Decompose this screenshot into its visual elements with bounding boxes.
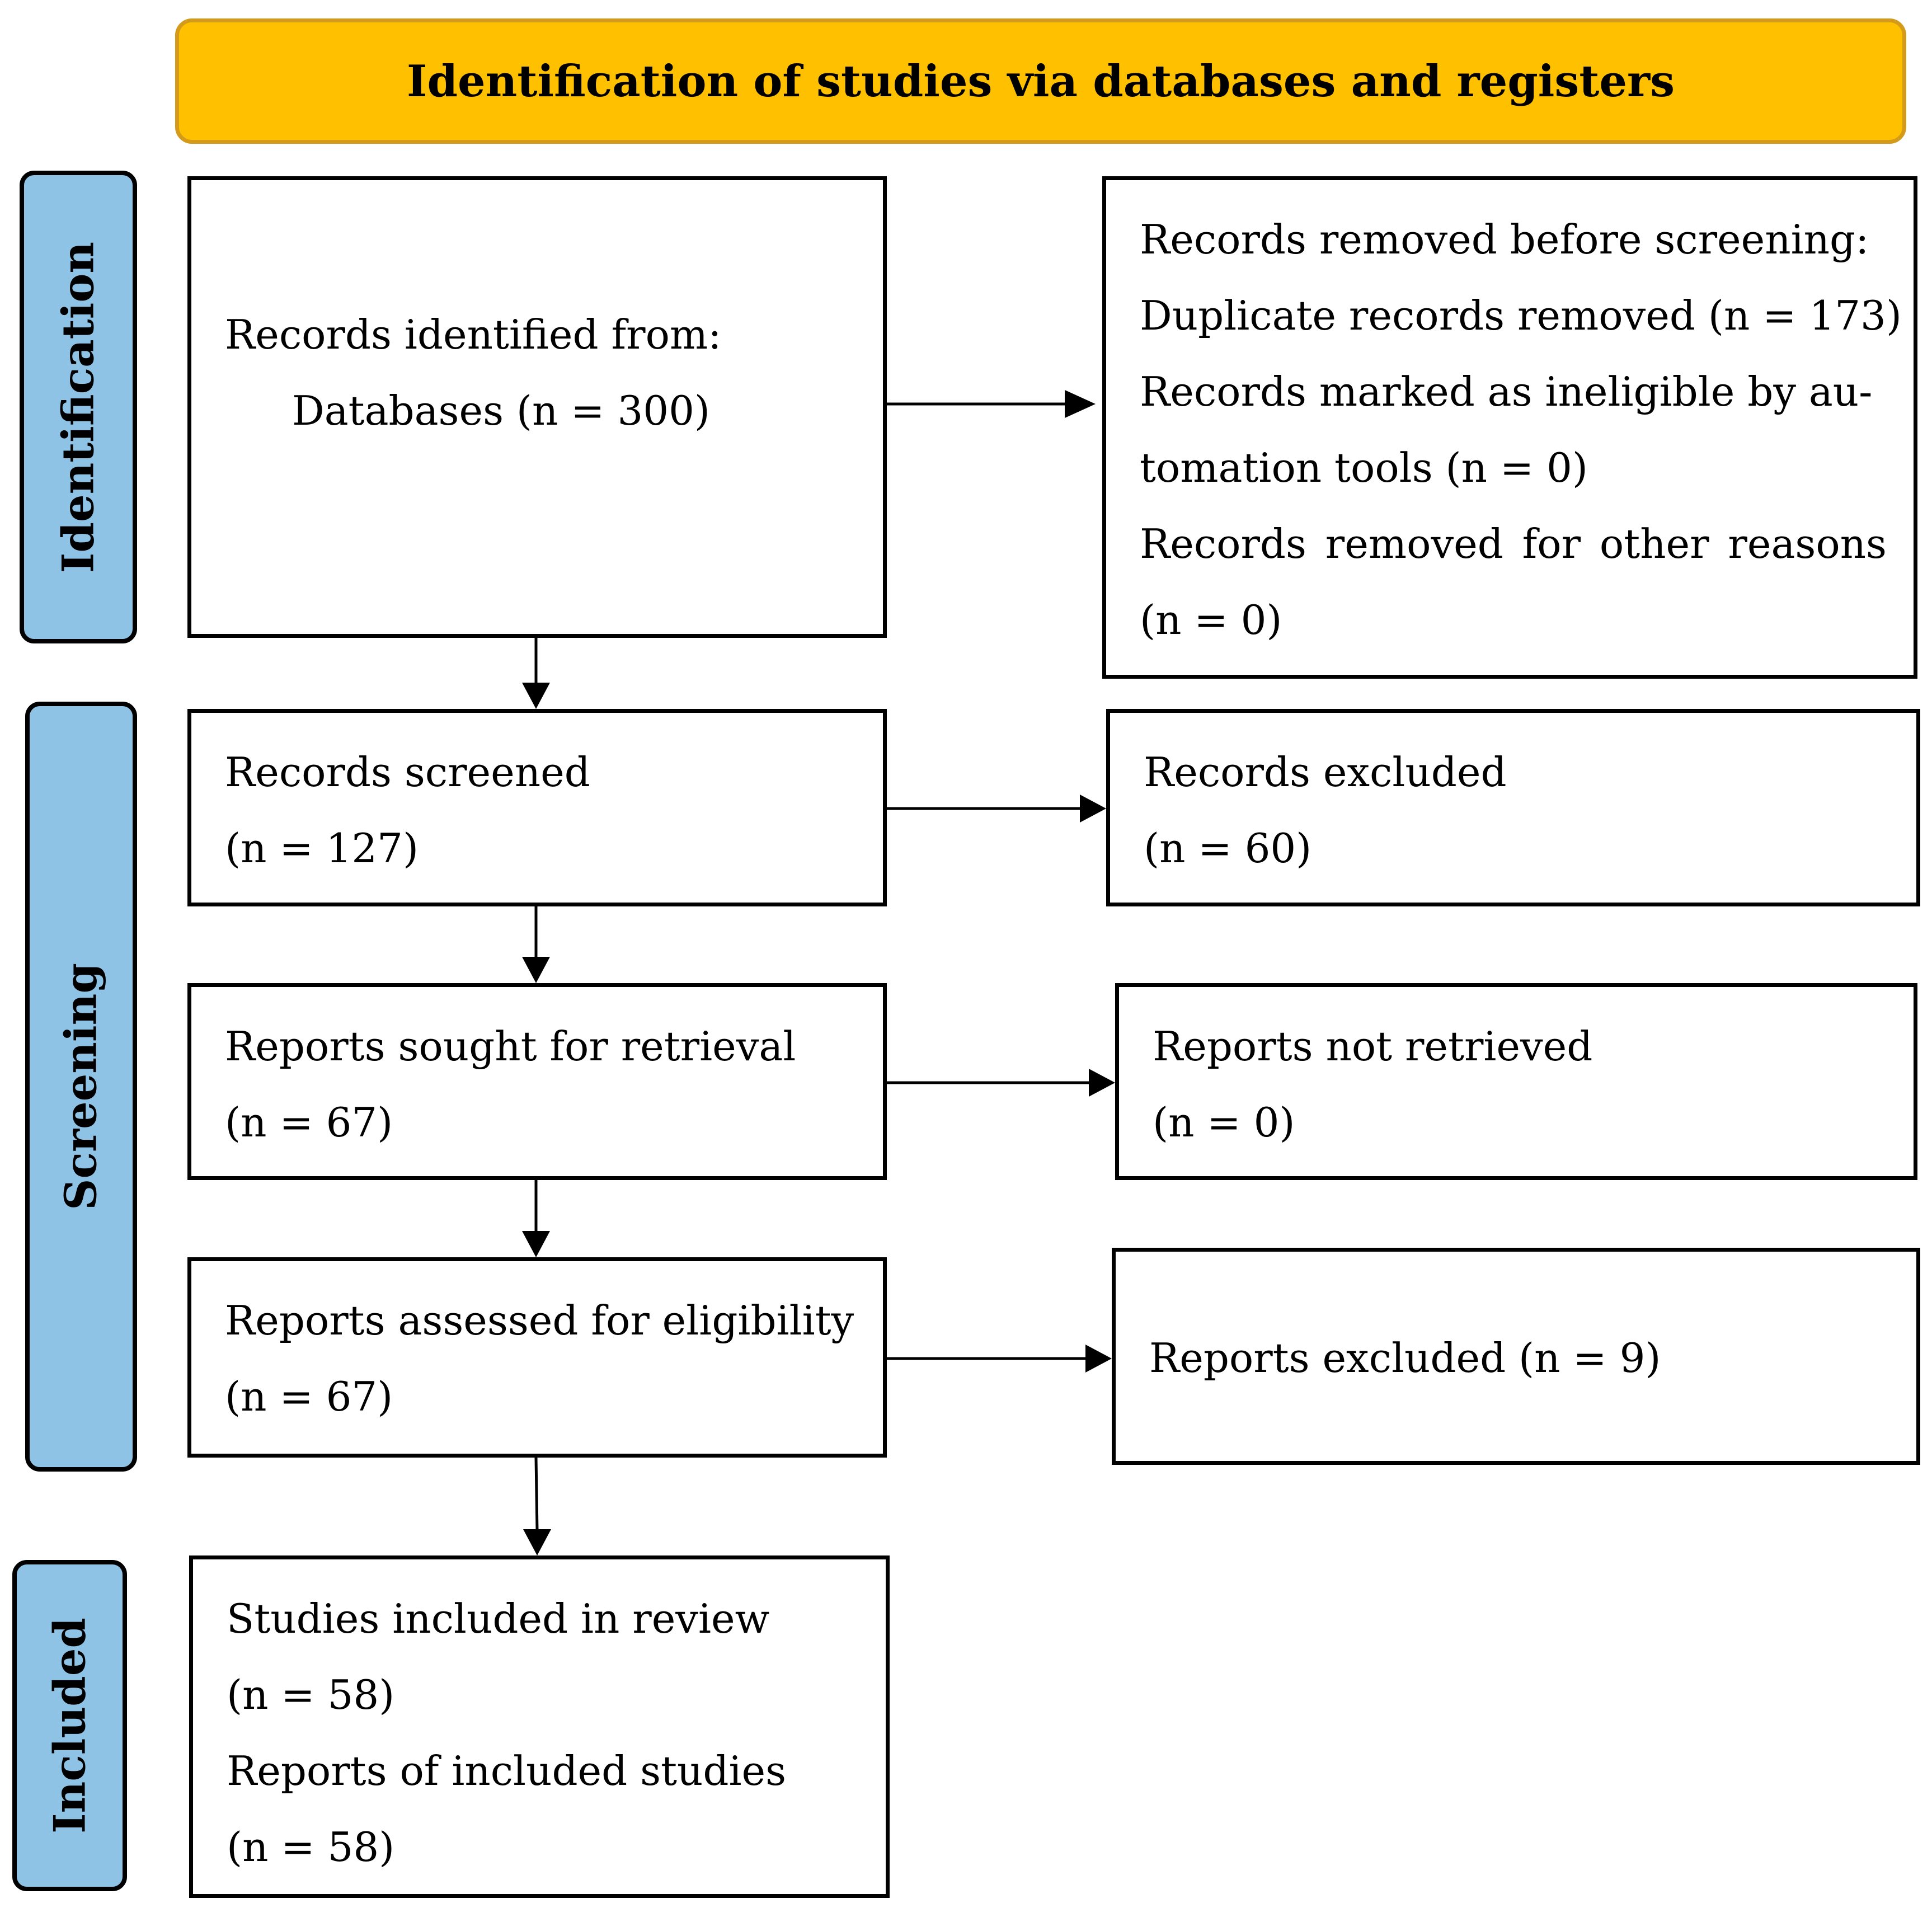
records-removed-other: Records removed for other reasons xyxy=(1140,520,1887,567)
header-banner: Identification of studies via databases … xyxy=(175,18,1906,144)
arrowhead-right-4 xyxy=(1085,1345,1112,1373)
records-excluded-label: Records excluded xyxy=(1144,749,1507,796)
records-removed-box: Records removed before screening: Duplic… xyxy=(1102,176,1917,679)
arrowhead-right-3 xyxy=(1089,1069,1115,1097)
reports-sought-box: Reports sought for retrieval (n = 67) xyxy=(187,983,887,1180)
records-removed-other-count: (n = 0) xyxy=(1140,596,1282,643)
header-title: Identification of studies via databases … xyxy=(407,55,1675,107)
reports-assessed-box: Reports assessed for eligibility (n = 67… xyxy=(187,1257,887,1458)
duplicate-records-removed: Duplicate records removed (n = 173) xyxy=(1140,292,1902,339)
records-marked-ineligible-cont: tomation tools (n = 0) xyxy=(1140,444,1588,491)
records-excluded-count: (n = 60) xyxy=(1144,825,1312,872)
records-identified-heading: Records identified from: xyxy=(225,311,722,358)
records-identified-databases: Databases (n = 300) xyxy=(292,387,710,434)
records-excluded-box: Records excluded (n = 60) xyxy=(1106,709,1920,906)
reports-assessed-count: (n = 67) xyxy=(225,1373,393,1420)
arrowhead-right-1 xyxy=(1065,390,1096,418)
arrow-assessed-to-included xyxy=(534,1457,539,1531)
studies-included-box: Studies included in review (n = 58) Repo… xyxy=(189,1555,890,1898)
records-screened-box: Records screened (n = 127) xyxy=(187,709,887,906)
reports-excluded-label: Reports excluded (n = 9) xyxy=(1149,1334,1661,1381)
records-marked-ineligible: Records marked as ineligible by au- xyxy=(1140,368,1873,415)
arrowhead-down-3 xyxy=(522,1231,550,1257)
reports-of-included-label: Reports of included studies xyxy=(227,1747,787,1794)
reports-sought-label: Reports sought for retrieval xyxy=(225,1023,796,1070)
records-removed-heading: Records removed before screening: xyxy=(1140,216,1869,263)
phase-identification: Identification xyxy=(20,171,137,643)
reports-sought-count: (n = 67) xyxy=(225,1099,393,1146)
reports-not-retrieved-label: Reports not retrieved xyxy=(1153,1023,1593,1070)
reports-assessed-label: Reports assessed for eligibility xyxy=(225,1297,854,1344)
records-identified-box: Records identified from: Databases (n = … xyxy=(187,176,887,638)
arrowhead-down-1 xyxy=(522,683,550,709)
records-screened-label: Records screened xyxy=(225,749,590,796)
reports-not-retrieved-box: Reports not retrieved (n = 0) xyxy=(1115,983,1917,1180)
arrowhead-right-2 xyxy=(1080,795,1106,823)
arrowhead-down-4 xyxy=(523,1529,551,1555)
records-screened-count: (n = 127) xyxy=(225,825,419,872)
arrowhead-down-2 xyxy=(522,957,550,983)
phase-included: Included xyxy=(12,1560,127,1891)
reports-of-included-count: (n = 58) xyxy=(227,1824,395,1871)
reports-excluded-box: Reports excluded (n = 9) xyxy=(1112,1248,1920,1465)
phase-screening: Screening xyxy=(25,702,137,1472)
studies-included-label: Studies included in review xyxy=(227,1595,770,1642)
reports-not-retrieved-count: (n = 0) xyxy=(1153,1099,1295,1146)
studies-included-count: (n = 58) xyxy=(227,1671,395,1718)
